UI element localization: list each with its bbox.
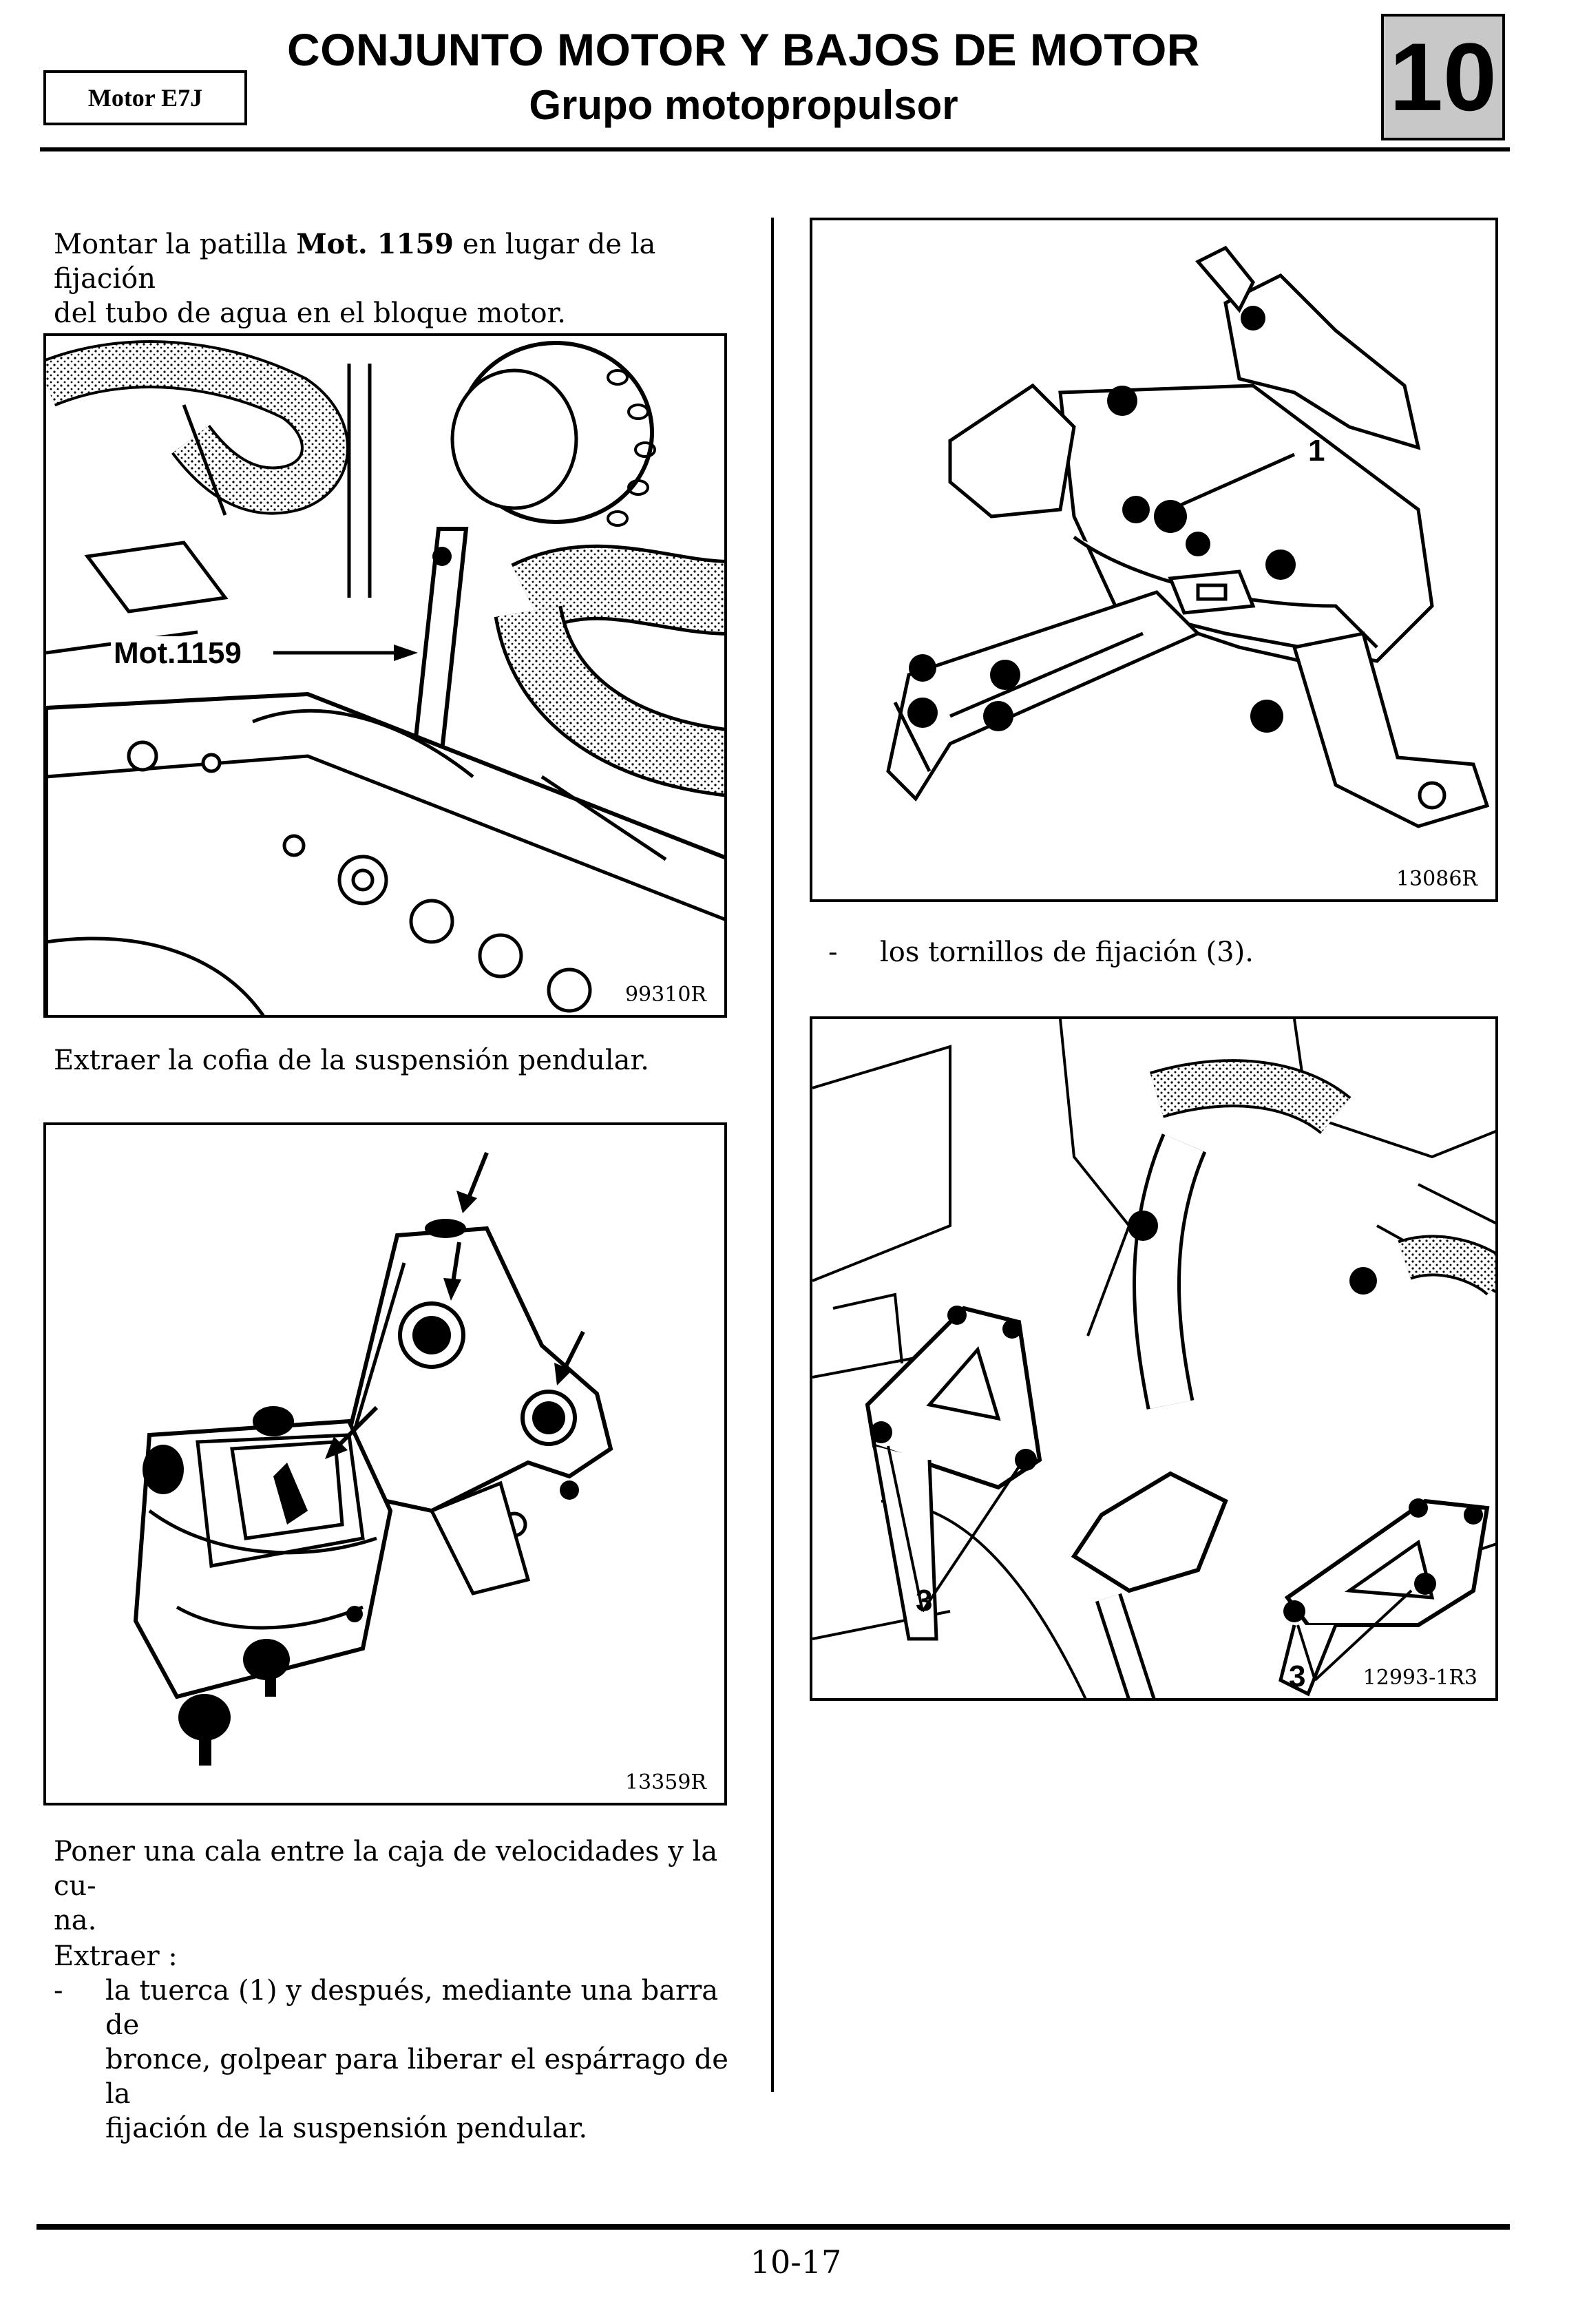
paragraph-extract: Extraer : - la tuerca (1) y después, med… bbox=[54, 1939, 742, 2146]
nut-callout-label: 1 bbox=[1308, 434, 1325, 468]
figure-ref: 99310R bbox=[624, 983, 706, 1007]
page-number: 10-17 bbox=[750, 2243, 842, 2281]
figure-subframe-bolts-drawing bbox=[812, 1019, 1495, 1698]
bullet-dash: - bbox=[828, 936, 838, 968]
figure-bracket-nut: 1 13086R bbox=[810, 218, 1498, 902]
bullet-dash: - bbox=[54, 1975, 63, 2007]
paragraph-remove-cover: Extraer la cofia de la suspensión pendul… bbox=[54, 1045, 649, 1076]
figure-pendular-mount-drawing bbox=[133, 1151, 613, 1766]
engine-label: Motor E7J bbox=[43, 70, 247, 125]
header-divider bbox=[40, 147, 1510, 151]
bolt-callout-label-right: 3 bbox=[1289, 1660, 1306, 1693]
bullet-text: los tornillos de fijación (3). bbox=[880, 936, 1254, 968]
tool-callout-label: Mot.1159 bbox=[111, 636, 244, 671]
figure-ref: 12993-1R3 bbox=[1363, 1666, 1477, 1690]
figure-pendular-mount: 13359R bbox=[43, 1122, 727, 1805]
column-divider bbox=[771, 218, 774, 2092]
chapter-number: 10 bbox=[1381, 14, 1505, 140]
paragraph-mount-tool: Montar la patilla Mot. 1159 en lugar de … bbox=[54, 228, 656, 329]
figure-ref: 13086R bbox=[1396, 867, 1477, 891]
figure-bracket-nut-drawing bbox=[886, 245, 1490, 828]
figure-subframe-bolts: 3 3 12993-1R3 bbox=[810, 1016, 1498, 1701]
page-title: CONJUNTO MOTOR Y BAJOS DE MOTOR bbox=[287, 24, 1200, 75]
figure-tool-mount-drawing bbox=[46, 340, 724, 1015]
list-item: - la tuerca (1) y después, mediante una … bbox=[54, 1975, 728, 2144]
figure-ref: 13359R bbox=[624, 1770, 706, 1794]
figure-tool-mount: Mot.1159 99310R bbox=[43, 333, 727, 1018]
page-subtitle: Grupo motopropulsor bbox=[529, 82, 958, 128]
footer-divider bbox=[36, 2224, 1510, 2230]
bolt-callout-label-left: 3 bbox=[916, 1584, 933, 1618]
tool-reference: Mot. 1159 bbox=[296, 228, 454, 260]
paragraph-wedge: Poner una cala entre la caja de velocida… bbox=[54, 1836, 718, 1936]
